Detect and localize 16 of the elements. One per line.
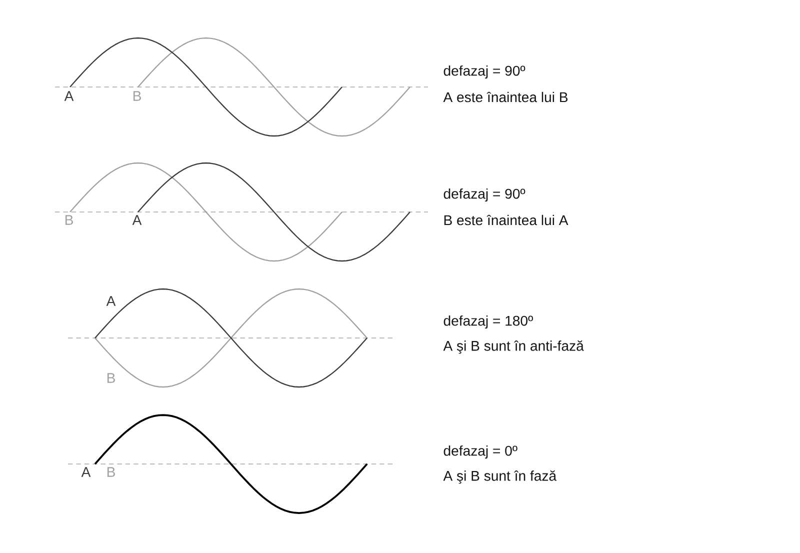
curve-label: A: [132, 215, 142, 225]
phase-description: B este înaintea lui A: [444, 214, 568, 226]
curve-label: A: [106, 296, 116, 306]
curve-label: A: [64, 91, 74, 101]
curve-label: B: [65, 215, 73, 225]
phase-description: A şi B sunt în fază: [443, 470, 557, 484]
phase-difference: defazaj = 180º: [444, 315, 533, 329]
phase-difference: defazaj = 90º: [444, 188, 526, 202]
curve-label: B: [107, 373, 115, 383]
curve-label: A: [81, 467, 91, 477]
curve-label: B: [133, 91, 141, 101]
phase-difference: defazaj = 90º: [444, 65, 526, 79]
phase-description: A este înaintea lui B: [443, 92, 568, 102]
curve-label: B: [107, 467, 115, 477]
phase-description: A şi B sunt în anti-fază: [443, 340, 584, 354]
phase-difference: defazaj = 0º: [444, 445, 518, 459]
